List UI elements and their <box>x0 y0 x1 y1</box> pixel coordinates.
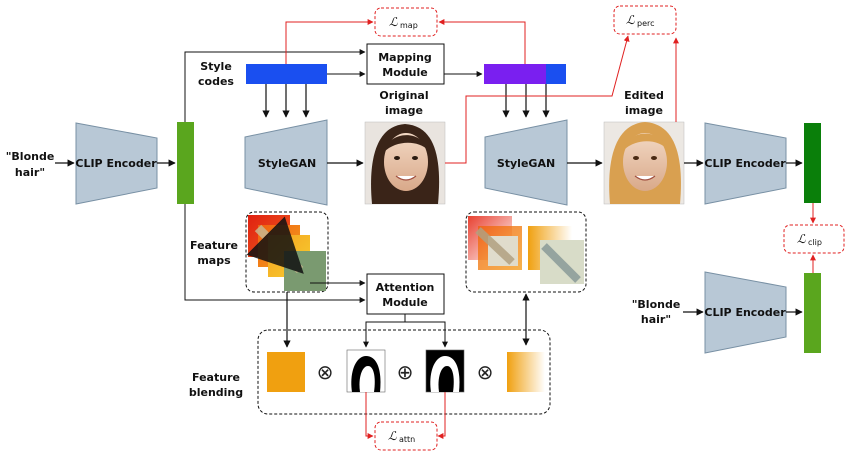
svg-text:ℒ: ℒ <box>388 429 397 443</box>
svg-text:StyleGAN: StyleGAN <box>258 157 316 170</box>
loss-map: ℒ map <box>374 7 438 37</box>
feature-maps-right <box>465 211 587 293</box>
svg-text:Mapping: Mapping <box>378 51 432 64</box>
mapped-style-codes-blue <box>546 64 566 84</box>
edited-image-label: Edited image <box>624 89 664 117</box>
orange-feature-left <box>267 352 305 392</box>
svg-text:Feature: Feature <box>190 239 238 252</box>
text-embedding-right <box>804 273 821 353</box>
svg-text:map: map <box>400 21 418 30</box>
prompt-left: "Blonde hair" <box>6 150 55 179</box>
feature-blending-group: ⊗ ⊕ ⊗ <box>257 329 551 415</box>
svg-text:CLIP Encoder: CLIP Encoder <box>704 157 786 170</box>
svg-text:ℒ: ℒ <box>797 232 806 246</box>
svg-text:Module: Module <box>382 66 427 79</box>
svg-text:hair": hair" <box>15 166 45 179</box>
svg-text:attn: attn <box>399 435 415 444</box>
oplus: ⊕ <box>397 360 414 384</box>
loss-clip: ℒ clip <box>783 224 845 254</box>
svg-text:CLIP Encoder: CLIP Encoder <box>75 157 157 170</box>
attention-module: Attention Module <box>366 273 445 315</box>
svg-text:Style: Style <box>200 60 232 73</box>
image-embedding <box>804 123 821 203</box>
svg-text:"Blonde: "Blonde <box>632 298 681 311</box>
svg-text:image: image <box>625 104 663 117</box>
text-embedding-left <box>177 122 194 204</box>
svg-text:StyleGAN: StyleGAN <box>497 157 555 170</box>
prompt-right: "Blonde hair" <box>632 298 681 326</box>
feature-blending-label: Feature blending <box>189 371 243 399</box>
clip-encoder-text-right: CLIP Encoder <box>704 271 787 354</box>
svg-text:Attention: Attention <box>376 281 435 294</box>
loss-perc: ℒ perc <box>613 5 677 35</box>
svg-text:CLIP Encoder: CLIP Encoder <box>704 306 786 319</box>
clip-encoder-image: CLIP Encoder <box>704 122 787 205</box>
svg-text:"Blonde: "Blonde <box>6 150 55 163</box>
mapping-module: Mapping Module <box>366 43 445 85</box>
stylegan-right: StyleGAN <box>484 119 568 206</box>
svg-text:ℒ: ℒ <box>389 15 398 29</box>
svg-text:Edited: Edited <box>624 89 664 102</box>
svg-text:maps: maps <box>197 254 231 267</box>
loss-attn: ℒ attn <box>374 421 438 451</box>
edited-face-image <box>603 121 685 205</box>
svg-text:codes: codes <box>198 75 234 88</box>
mapped-style-codes-purple <box>484 64 546 84</box>
stylegan-left: StyleGAN <box>244 119 328 206</box>
otimes-right: ⊗ <box>477 360 494 384</box>
style-codes-bar <box>246 64 327 84</box>
svg-text:Module: Module <box>382 296 427 309</box>
svg-text:Original: Original <box>379 89 428 102</box>
feature-maps-label: Feature maps <box>190 239 238 267</box>
attention-mask-left <box>346 349 386 393</box>
svg-text:clip: clip <box>808 238 822 247</box>
svg-text:hair": hair" <box>641 313 671 326</box>
style-codes-label: Style codes <box>198 60 234 88</box>
svg-text:Feature: Feature <box>192 371 240 384</box>
svg-text:image: image <box>385 104 423 117</box>
svg-text:blending: blending <box>189 386 243 399</box>
original-image-label: Original image <box>379 89 428 117</box>
svg-text:perc: perc <box>637 19 655 28</box>
feature-maps-left <box>245 211 329 293</box>
original-face-image <box>364 121 446 205</box>
attention-mask-right <box>425 349 465 393</box>
otimes-left: ⊗ <box>317 360 334 384</box>
svg-text:ℒ: ℒ <box>626 13 635 27</box>
orange-feature-right <box>507 352 545 392</box>
clip-encoder-left: CLIP Encoder <box>75 122 158 205</box>
